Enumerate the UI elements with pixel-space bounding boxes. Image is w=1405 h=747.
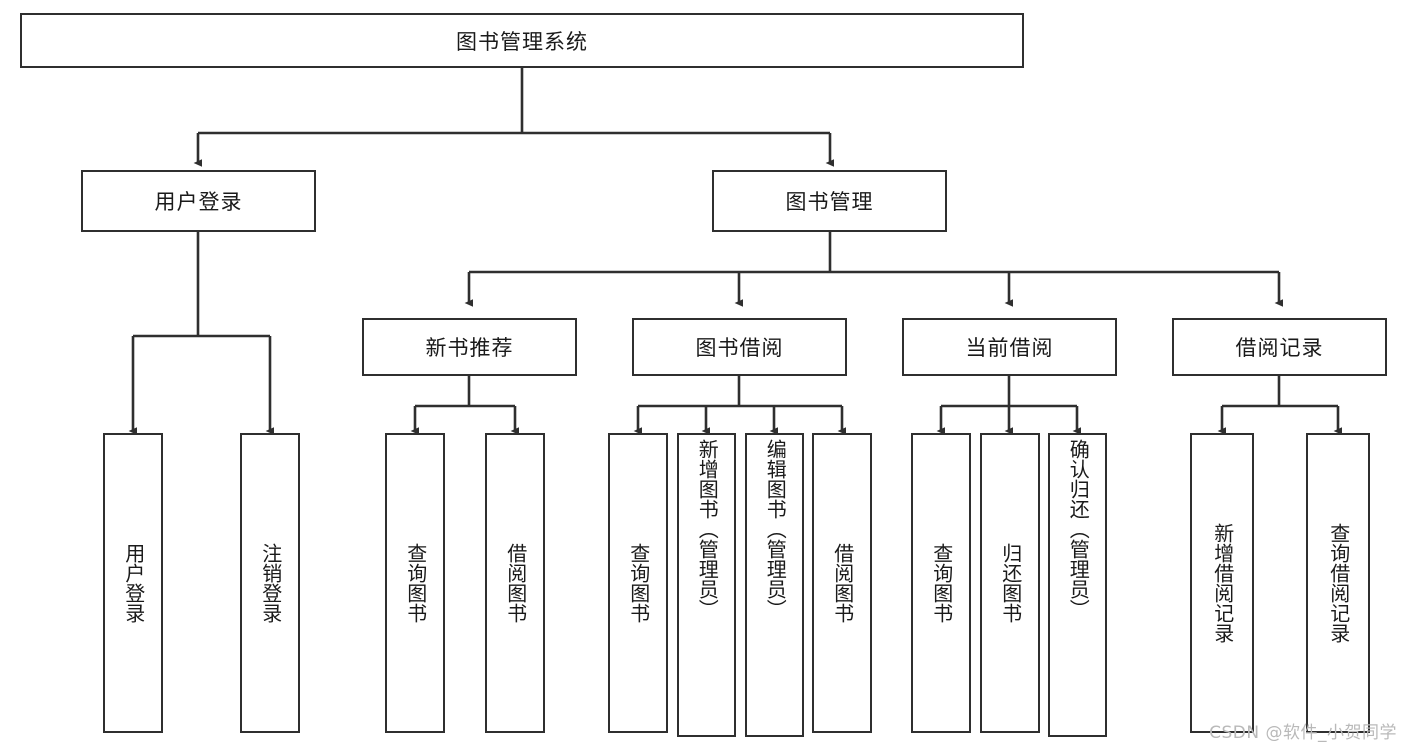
node-label: 查询图书 [929, 543, 954, 623]
node-label: 借阅图书 [503, 543, 528, 623]
node-label: 查询图书 [403, 543, 428, 623]
node-label: 用户登录 [154, 190, 243, 214]
leaf-new-book-query[interactable]: 查询图书 [385, 433, 445, 733]
leaf-user-login-login[interactable]: 用户登录 [103, 433, 163, 733]
node-label: 当前借阅 [965, 336, 1054, 360]
node-label: 查询图书 [626, 543, 651, 623]
node-current-borrow[interactable]: 当前借阅 [902, 318, 1117, 376]
leaf-current-borrow-confirm-return[interactable]: 确认归还（管理员） [1048, 433, 1107, 737]
node-root-library-system[interactable]: 图书管理系统 [20, 13, 1024, 68]
node-label: 图书管理系统 [456, 29, 588, 54]
node-label: 确认归还（管理员） [1066, 439, 1091, 619]
node-label: 用户登录 [121, 543, 146, 623]
node-label: 新增借阅记录 [1210, 523, 1235, 643]
csdn-watermark: CSDN @软件_小贺同学 [1209, 723, 1397, 743]
leaf-book-borrow-borrow[interactable]: 借阅图书 [812, 433, 872, 733]
node-label: 归还图书 [998, 543, 1023, 623]
node-borrow-record[interactable]: 借阅记录 [1172, 318, 1387, 376]
node-label: 注销登录 [258, 543, 283, 623]
leaf-new-book-borrow[interactable]: 借阅图书 [485, 433, 545, 733]
node-label: 图书管理 [785, 190, 874, 214]
node-book-borrow[interactable]: 图书借阅 [632, 318, 847, 376]
node-label: 新增图书（管理员） [695, 439, 720, 619]
node-label: 借阅记录 [1235, 336, 1324, 360]
leaf-current-borrow-query[interactable]: 查询图书 [911, 433, 971, 733]
leaf-user-login-logout[interactable]: 注销登录 [240, 433, 300, 733]
node-label: 查询借阅记录 [1326, 523, 1351, 643]
node-label: 编辑图书（管理员） [763, 439, 788, 619]
node-user-login[interactable]: 用户登录 [81, 170, 316, 232]
node-new-book-recommend[interactable]: 新书推荐 [362, 318, 577, 376]
leaf-current-borrow-return[interactable]: 归还图书 [980, 433, 1040, 733]
leaf-book-borrow-add[interactable]: 新增图书（管理员） [677, 433, 736, 737]
node-label: 图书借阅 [695, 336, 784, 360]
node-label: 借阅图书 [830, 543, 855, 623]
node-label: 新书推荐 [425, 336, 514, 360]
leaf-borrow-record-query[interactable]: 查询借阅记录 [1306, 433, 1370, 733]
leaf-book-borrow-query[interactable]: 查询图书 [608, 433, 668, 733]
node-book-management[interactable]: 图书管理 [712, 170, 947, 232]
leaf-borrow-record-add[interactable]: 新增借阅记录 [1190, 433, 1254, 733]
leaf-book-borrow-edit[interactable]: 编辑图书（管理员） [745, 433, 804, 737]
